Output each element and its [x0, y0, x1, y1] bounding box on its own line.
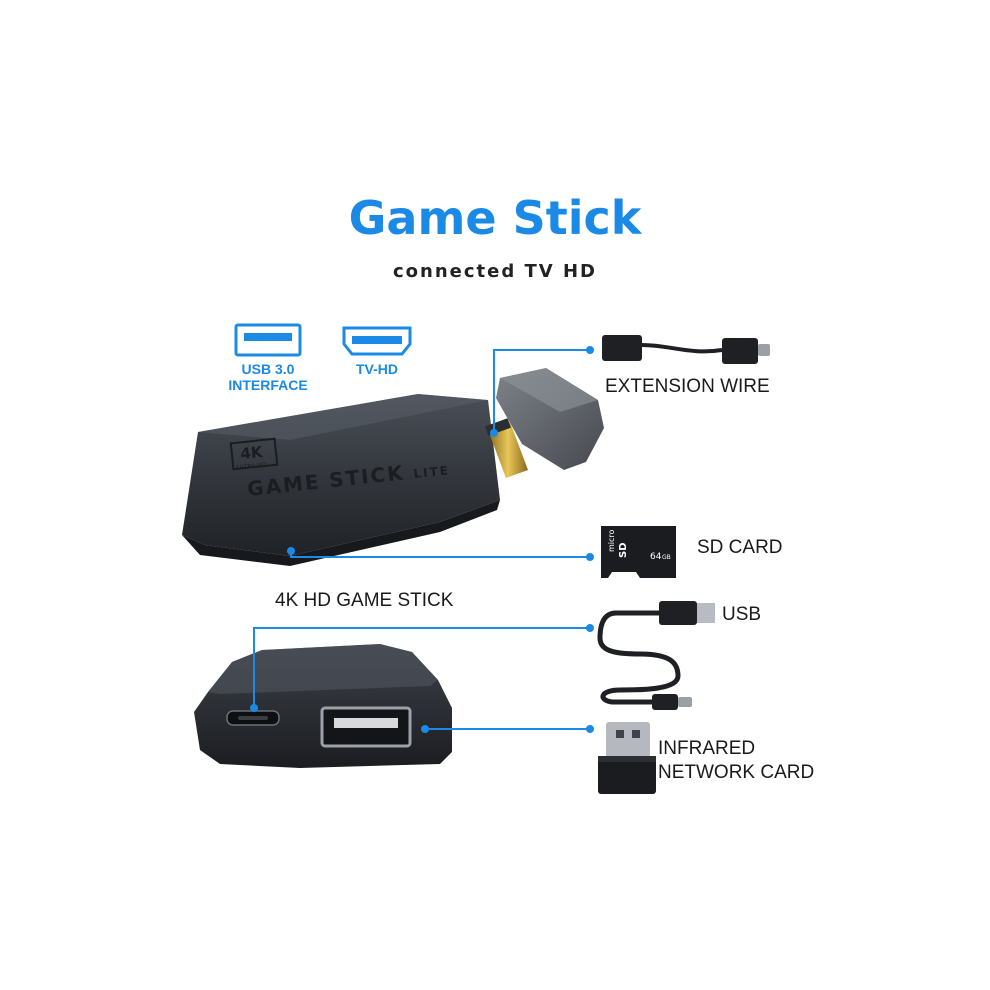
- connector-dot: [586, 346, 594, 354]
- connector-dot: [287, 547, 295, 555]
- connector-dot: [586, 624, 594, 632]
- label-infrared-2: NETWORK CARD: [658, 762, 814, 783]
- sd-card-image: micro SD 64 GB: [601, 526, 676, 578]
- label-sd-card: SD CARD: [697, 537, 783, 558]
- usb-port-icon: [234, 323, 302, 357]
- page-title: Game Stick: [349, 191, 643, 245]
- usb-cable-image: [597, 601, 715, 710]
- label-game-stick: 4K HD GAME STICK: [275, 590, 454, 611]
- label-usb: USB: [722, 604, 761, 625]
- page-subtitle: connected TV HD: [393, 261, 597, 282]
- sd-card-text-sd: SD: [618, 542, 629, 558]
- connector-extension: [493, 349, 590, 433]
- connector-usb: [253, 627, 590, 708]
- stick-sub-text: LITE: [413, 463, 451, 481]
- extension-wire-image: [602, 335, 770, 364]
- usb-icon-label-2: INTERFACE: [228, 377, 307, 393]
- game-stick-ports-image: [194, 644, 452, 768]
- connector-dot: [586, 553, 594, 561]
- connector-dot: [421, 725, 429, 733]
- connector-dot: [586, 725, 594, 733]
- connector-dot: [490, 429, 498, 437]
- usb-icon-label-1: USB 3.0: [242, 361, 295, 377]
- connector-dot: [250, 704, 258, 712]
- sd-card-text-gb: GB: [662, 554, 671, 561]
- stick-badge-uhd: ULTRA HD: [237, 461, 268, 471]
- sd-card-text-64: 64: [650, 552, 662, 562]
- hdmi-icon-label: TV-HD: [356, 361, 398, 377]
- game-stick-image: 4K ULTRA HD GAME STICK LITE: [182, 368, 604, 566]
- label-extension-wire: EXTENSION WIRE: [605, 376, 770, 397]
- stick-badge-4k: 4K: [240, 443, 265, 463]
- infrared-dongle-image: [598, 722, 656, 794]
- sd-card-text-micro: micro: [607, 529, 616, 552]
- label-infrared-1: INFRARED: [658, 738, 755, 759]
- hdmi-port-icon: [342, 326, 412, 356]
